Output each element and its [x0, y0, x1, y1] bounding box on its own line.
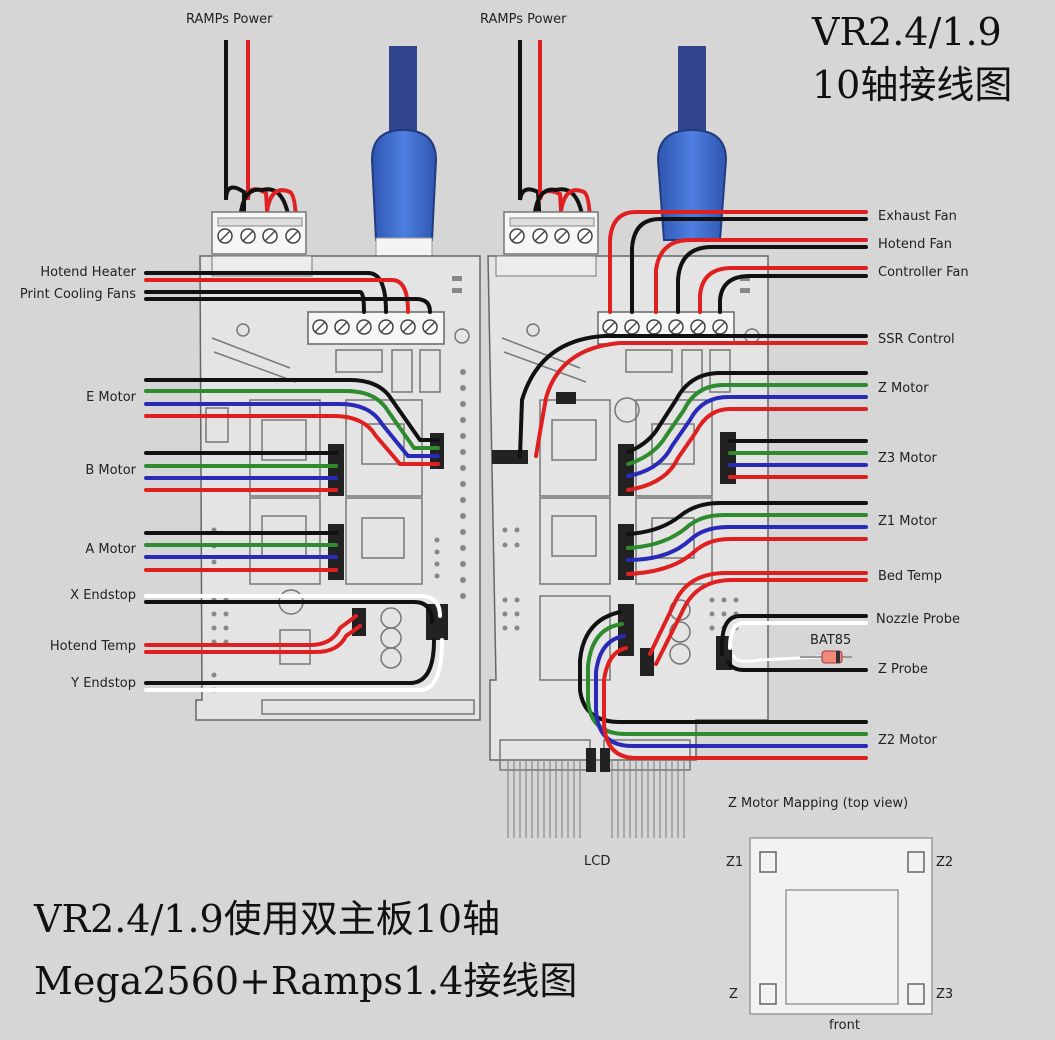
z2-motor-label: Z2 Motor: [878, 733, 938, 748]
nozzle-probe-label: Nozzle Probe: [876, 612, 960, 627]
right-ramps-board: RAMPs Power Exhaust Fan Hotend Fan Contr…: [480, 12, 969, 869]
z-mapping-frame: [749, 837, 933, 1015]
hotend-heater-label: Hotend Heater: [40, 265, 136, 280]
z-mapping-title: Z Motor Mapping (top view): [728, 796, 908, 811]
right-power-label: RAMPs Power: [480, 12, 567, 27]
z-probe-label: Z Probe: [878, 662, 928, 677]
a-motor-label: A Motor: [85, 542, 136, 557]
z1-position: [759, 851, 777, 873]
z3-map-label: Z3: [936, 987, 953, 1002]
front-label: front: [829, 1018, 860, 1033]
bed-temp-label: Bed Temp: [878, 569, 942, 584]
ssr-control-label: SSR Control: [878, 332, 955, 347]
z-map-label: Z: [729, 987, 738, 1002]
b-motor-label: B Motor: [85, 463, 136, 478]
bat85-diode: [800, 650, 852, 664]
bat85-label: BAT85: [810, 633, 851, 648]
title-bottom-line1: VR2.4/1.9使用双主板10轴: [33, 897, 500, 941]
z-position: [759, 983, 777, 1005]
z-motor-mapping: Z Motor Mapping (top view) Z1 Z2 Z Z3 fr…: [726, 796, 953, 1033]
z2-position: [907, 851, 925, 873]
z1-motor-label: Z1 Motor: [878, 514, 938, 529]
left-power-label: RAMPs Power: [186, 12, 273, 27]
z-motor-label: Z Motor: [878, 381, 929, 396]
exhaust-fan-label: Exhaust Fan: [878, 209, 957, 224]
x-endstop-label: X Endstop: [70, 588, 136, 603]
controller-fan-label: Controller Fan: [878, 265, 969, 280]
hotend-temp-label: Hotend Temp: [50, 639, 136, 654]
title-top-line2: 10轴接线图: [812, 63, 1012, 107]
y-endstop-label: Y Endstop: [70, 676, 136, 691]
title-top-line1: VR2.4/1.9: [811, 10, 1002, 54]
print-cooling-fans-label: Print Cooling Fans: [20, 287, 136, 302]
hotend-fan-label: Hotend Fan: [878, 237, 952, 252]
z2-map-label: Z2: [936, 855, 953, 870]
e-motor-label: E Motor: [86, 390, 137, 405]
title-bottom-line2: Mega2560+Ramps1.4接线图: [34, 959, 577, 1003]
z1-map-label: Z1: [726, 855, 743, 870]
bed-plate: [785, 889, 899, 1005]
left-ramps-board: RAMPs Power Hotend Heater Print Cooling …: [20, 12, 481, 721]
lcd-label: LCD: [584, 854, 610, 869]
usb-cable-left: [370, 46, 438, 265]
z3-motor-label: Z3 Motor: [878, 451, 938, 466]
z3-position: [907, 983, 925, 1005]
lcd-ribbon-cables: [507, 760, 685, 838]
